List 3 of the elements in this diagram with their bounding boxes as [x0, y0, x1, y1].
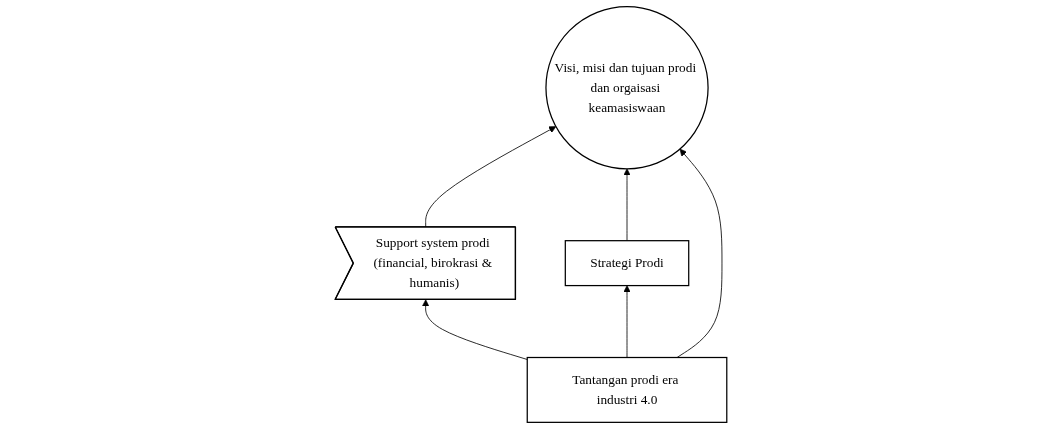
- node-box: Tantangan prodi era industri 4.0: [526, 356, 728, 423]
- node-box: Strategi Prodi: [564, 240, 690, 287]
- node-circle: Visi, misi dan tujuan prodi dan orgaisasi keamasiswaan: [545, 6, 709, 170]
